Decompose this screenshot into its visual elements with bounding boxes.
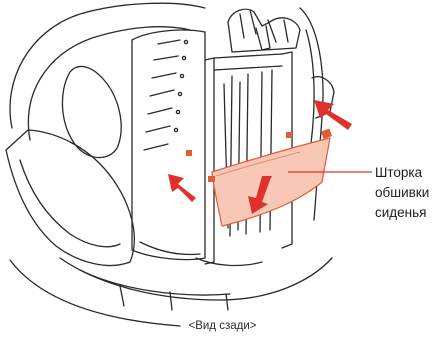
- seat-shell-inner: [28, 27, 190, 140]
- push-arrow-right: [314, 100, 352, 130]
- callout-line-1: Шторка: [375, 163, 445, 183]
- seat-cover-callout: Шторка обшивки сиденья: [375, 163, 445, 223]
- push-arrow-left: [168, 174, 196, 202]
- top-mechanism: [228, 9, 300, 52]
- back-ribs: [144, 40, 188, 150]
- callout-line-2: обшивки: [375, 183, 445, 203]
- callout-line-3: сиденья: [375, 203, 445, 223]
- seat-back-panel: [132, 30, 205, 260]
- view-caption: <Вид сзади>: [0, 320, 445, 332]
- seat-cover-flap: [186, 129, 332, 226]
- seat-shell-outline: [10, 3, 205, 128]
- left-pad: [62, 66, 121, 157]
- center-frame-left: [205, 58, 214, 264]
